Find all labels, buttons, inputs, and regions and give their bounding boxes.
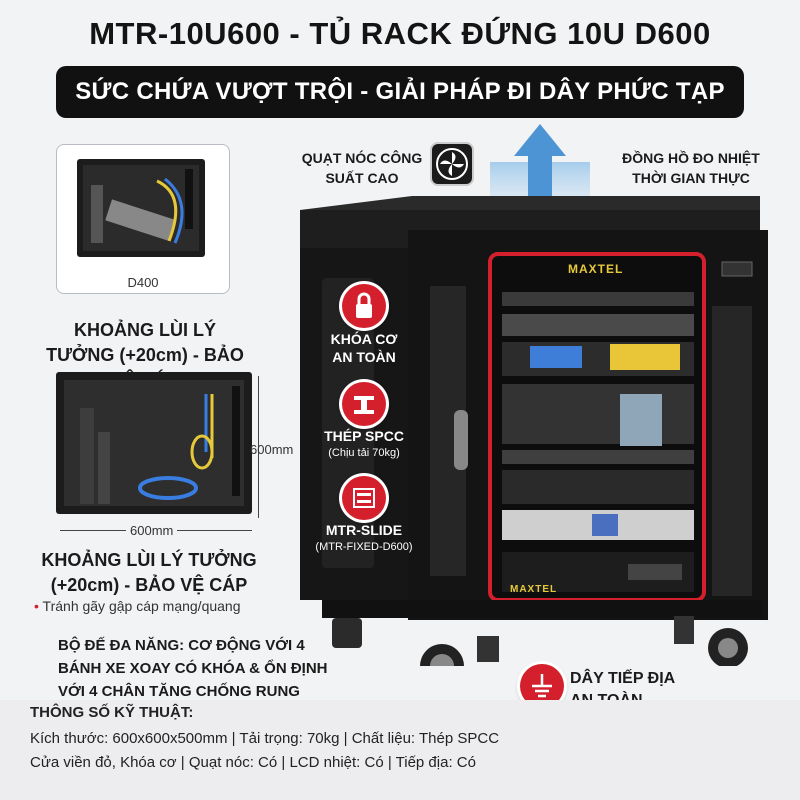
slide-title: MTR-SLIDE	[325, 522, 403, 538]
bullet-dot: •	[34, 598, 43, 614]
thermometer-label: ĐỒNG HỒ ĐO NHIỆT THỜI GIAN THỰC	[622, 150, 760, 186]
base-description: BỘ ĐẾ ĐA NĂNG: CƠ ĐỘNG VỚI 4 BÁNH XE XOA…	[58, 637, 328, 700]
steel-title: THÉP SPCC	[324, 428, 404, 444]
slide-subtitle: (MTR-FIXED-D600)	[315, 541, 413, 553]
page-title: MTR-10U600 - TỦ RACK ĐỨNG 10U D600	[89, 16, 711, 51]
slide-rail-icon	[342, 476, 386, 520]
d400-thumbnail: D400	[56, 144, 230, 294]
d600-thumbnail	[56, 372, 252, 522]
specs-heading: THÔNG SỐ KỸ THUẬT:	[30, 704, 194, 721]
ground-title: DÂY TIẾP ĐỊA	[570, 670, 676, 687]
brand-logo-bottom: MAXTEL	[510, 584, 558, 595]
height-dimension-line	[258, 376, 259, 518]
brand-logo-top: MAXTEL	[568, 262, 624, 276]
lock-icon	[342, 284, 386, 328]
height-dimension: 600mm	[250, 442, 294, 457]
steel-beam-icon	[342, 382, 386, 426]
lock-subtitle: AN TOÀN	[332, 349, 396, 365]
width-dimension: 600mm	[126, 523, 178, 538]
specs-line-2: Cửa viền đỏ, Khóa cơ | Quạt nóc: Có | LC…	[30, 754, 476, 771]
specs-panel: THÔNG SỐ KỸ THUẬT: Kích thước: 600x600x5…	[0, 700, 800, 800]
d600-cabinet-image	[56, 372, 252, 514]
fan-icon	[432, 144, 472, 184]
bullet-text: Tránh gãy gập cáp mạng/quang	[42, 598, 241, 614]
specs-line-1: Kích thước: 600x600x500mm | Tải trọng: 7…	[30, 730, 500, 747]
bullet-item: • Tránh gãy gập cáp mạng/quang	[34, 598, 241, 614]
slide-label: MTR-SLIDE (MTR-FIXED-D600)	[304, 522, 424, 556]
steel-subtitle: (Chịu tải 70kg)	[328, 447, 400, 459]
lock-title: KHÓA CƠ	[330, 331, 398, 347]
clearance-heading-2: KHOẢNG LÙI LÝ TƯỞNG (+20cm) - BẢO VỆ CÁP	[41, 550, 257, 595]
lock-label: KHÓA CƠ AN TOÀN	[318, 330, 410, 366]
fan-label: QUẠT NÓC CÔNG SUẤT CAO	[301, 150, 423, 186]
d400-cabinet-image	[77, 159, 205, 257]
steel-label: THÉP SPCC (Chịu tải 70kg)	[314, 428, 414, 462]
d400-label: D400	[127, 275, 159, 290]
subtitle-banner: SỨC CHỨA VƯỢT TRỘI - GIẢI PHÁP ĐI DÂY PH…	[56, 66, 744, 118]
